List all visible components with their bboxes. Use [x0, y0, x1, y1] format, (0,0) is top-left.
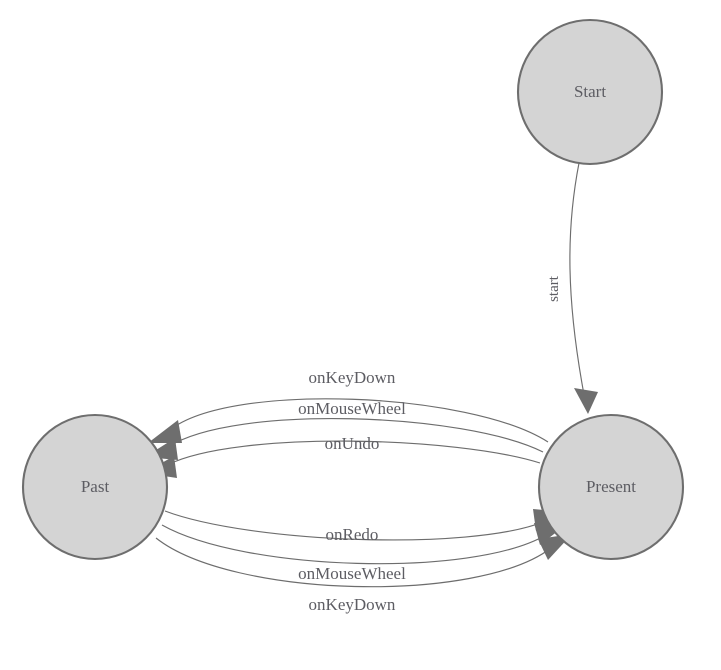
edge-present-to-past-onmousewheel[interactable]	[145, 417, 544, 460]
edge-path-present-past-wheel	[167, 417, 544, 453]
arrowhead-start-present	[574, 388, 598, 414]
edge-past-to-present-onkeydown[interactable]	[155, 534, 572, 588]
edge-path-past-present-wheel	[161, 524, 547, 565]
edge-label-past-present-redo: onRedo	[326, 525, 379, 544]
edge-label-present-past-undo: onUndo	[325, 434, 380, 453]
node-past[interactable]: Past	[21, 413, 169, 561]
edge-path-past-present-keydown	[155, 537, 552, 588]
edge-start-to-present[interactable]	[569, 162, 598, 414]
edge-past-to-present-onmousewheel[interactable]	[161, 523, 568, 565]
edge-label-present-past-keydown: onKeyDown	[309, 368, 396, 387]
edge-label-past-present-mousewheel: onMouseWheel	[298, 564, 406, 583]
edge-path-start-present	[569, 162, 586, 401]
node-start-circle[interactable]	[516, 18, 664, 166]
edge-present-to-past-onkeydown[interactable]	[148, 398, 549, 443]
edge-path-present-past-keydown	[169, 398, 549, 443]
node-start[interactable]: Start	[516, 18, 664, 166]
edge-present-to-past-onundo[interactable]	[144, 440, 541, 478]
edge-label-start: start	[546, 275, 562, 302]
node-present[interactable]: Present	[537, 413, 685, 561]
edge-path-past-present-redo	[164, 510, 544, 541]
edge-path-present-past-undo	[166, 440, 541, 466]
node-past-circle[interactable]	[21, 413, 169, 561]
arrowhead-present-past-keydown	[148, 420, 182, 443]
node-present-circle[interactable]	[537, 413, 685, 561]
edge-past-to-present-onredo[interactable]	[164, 509, 566, 541]
edge-label-past-present-keydown: onKeyDown	[309, 595, 396, 614]
